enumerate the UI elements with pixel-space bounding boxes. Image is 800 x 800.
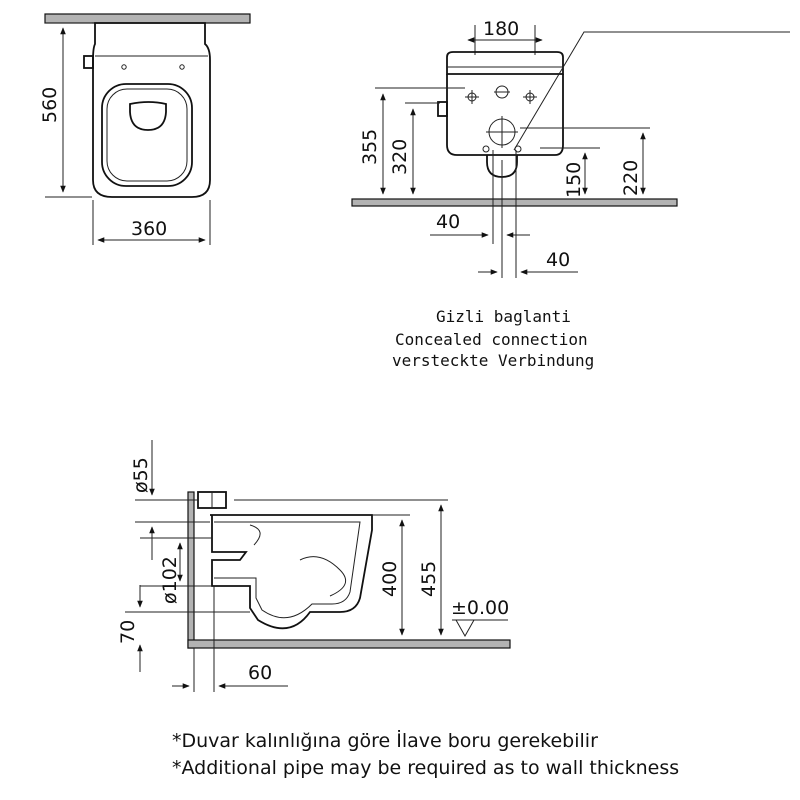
front-view-seat	[446, 51, 564, 75]
hinge-bolt-left	[121, 64, 127, 70]
dim-label-355: 355	[359, 129, 381, 165]
dim-label-400: 400	[379, 561, 401, 597]
side-view-wall	[187, 491, 195, 649]
level-label: ±0.00	[451, 597, 509, 619]
dim-label-40-left: 40	[436, 211, 460, 233]
top-view-bowl-outline	[92, 22, 211, 198]
footnote-en: *Additional pipe may be required as to w…	[172, 757, 680, 779]
mounting-holes	[465, 85, 537, 153]
dim-label-560: 560	[39, 87, 61, 123]
hinge-bolt-right	[179, 64, 185, 70]
dim-label-60: 60	[248, 662, 272, 684]
top-view-seat	[101, 83, 193, 187]
top-view-wall	[44, 13, 251, 24]
side-view: ø55 ø102 70 400 455 ±0.00 60	[117, 440, 511, 692]
note-line-tr: Gizli baglanti	[436, 307, 571, 326]
top-view-bowl-opening	[129, 101, 167, 131]
dim-label-40-right: 40	[546, 249, 570, 271]
flush-connector	[83, 55, 94, 69]
side-view-bowl	[210, 514, 373, 630]
dim-label-diam-102: ø102	[159, 556, 181, 604]
dim-label-360: 360	[131, 218, 167, 240]
side-view-floor	[187, 639, 511, 649]
level-triangle	[455, 619, 475, 638]
front-view: 180 355 320 150 220	[351, 18, 790, 278]
front-view-connector	[437, 101, 448, 117]
concealed-connection-note: Gizli baglanti Concealed connection vers…	[392, 307, 594, 370]
dim-label-70: 70	[117, 620, 139, 644]
dim-label-455: 455	[418, 561, 440, 597]
concealed-connection-leader	[513, 31, 790, 151]
dim-label-320: 320	[389, 139, 411, 175]
front-view-floor	[351, 198, 678, 207]
top-view: 560 360	[39, 13, 251, 245]
note-line-en: Concealed connection	[395, 330, 588, 349]
dim-label-diam-55: ø55	[130, 457, 152, 493]
footnote-tr: *Duvar kalınlığına göre İlave boru gerek…	[172, 730, 598, 752]
dim-label-180: 180	[483, 18, 519, 40]
note-line-de: versteckte Verbindung	[392, 351, 594, 370]
dim-label-220: 220	[620, 160, 642, 196]
front-view-bowl	[446, 74, 564, 156]
top-view-seat-inner	[106, 88, 188, 182]
dim-label-150: 150	[563, 162, 585, 198]
